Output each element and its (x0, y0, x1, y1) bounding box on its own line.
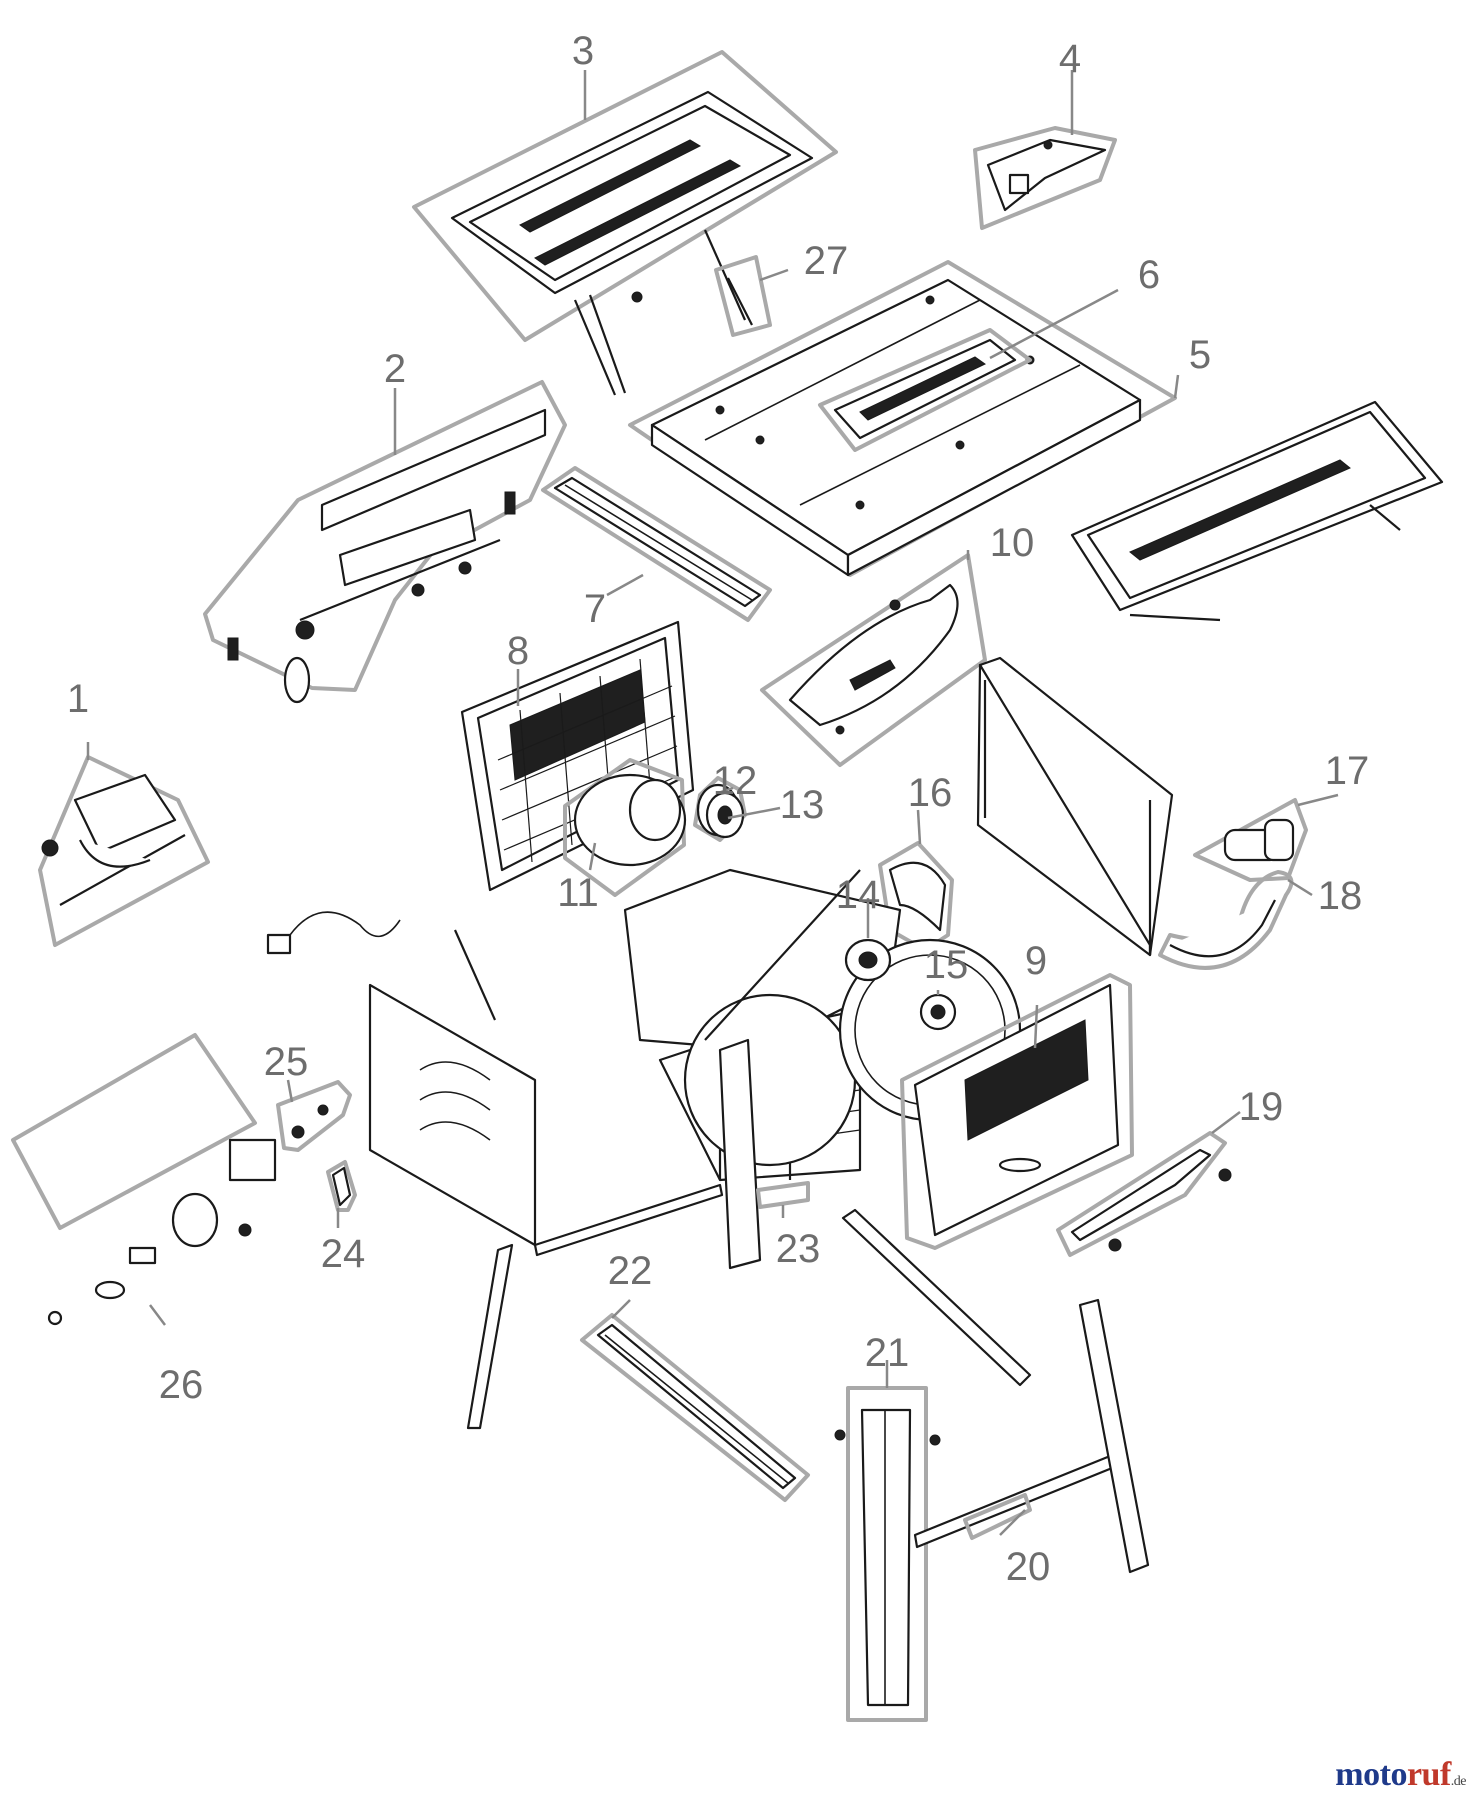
part-11-motor (563, 758, 687, 897)
callout-6: 6 (1138, 253, 1160, 297)
watermark-part1: moto (1335, 1756, 1407, 1793)
callout-18: 18 (1318, 874, 1363, 918)
callout-9: 9 (1025, 939, 1047, 983)
part-17-dust-port (1193, 798, 1308, 882)
part-22-cross-bar (580, 1313, 810, 1502)
part-6-table-insert (818, 328, 1032, 452)
watermark-part2: ruf (1406, 1756, 1451, 1793)
part-8-rear-panel (460, 620, 695, 892)
callout-3: 3 (572, 29, 594, 73)
part-9-front-panel (900, 973, 1134, 1250)
part-10-blade-guard (760, 553, 987, 767)
callout-11: 11 (557, 871, 599, 915)
callout-4: 4 (1059, 37, 1081, 81)
callout-25: 25 (264, 1040, 309, 1084)
saw-carriage (623, 868, 902, 1182)
part-3-extension-table-left (412, 50, 838, 396)
callout-13: 13 (780, 783, 825, 827)
callout-16: 16 (908, 771, 953, 815)
part-2-rip-fence (203, 380, 567, 704)
power-cord (266, 911, 401, 955)
callout-10: 10 (990, 521, 1035, 565)
callout-1: 1 (67, 677, 89, 721)
part-18-dust-hose (1158, 870, 1294, 970)
watermark-tld: .de (1450, 1774, 1467, 1789)
part-25-fasteners (276, 1080, 352, 1152)
part-1-mitre-gauge (38, 755, 210, 947)
callout-5: 5 (1189, 333, 1211, 377)
callout-15: 15 (924, 943, 969, 987)
tension-spring (453, 929, 497, 1021)
callout-26: 26 (159, 1363, 204, 1407)
part-14-arbor-flange (844, 938, 892, 982)
callout-2: 2 (384, 347, 406, 391)
callout-20: 20 (1006, 1545, 1051, 1589)
part-4-bracket (973, 126, 1117, 230)
part-15-blade-nut (919, 993, 957, 1031)
part-26-switch-assembly (11, 1033, 277, 1326)
callout-17: 17 (1325, 749, 1370, 793)
callout-22: 22 (608, 1249, 653, 1293)
side-frame-panel (976, 656, 1174, 957)
callout-14: 14 (836, 873, 881, 917)
diagonal-brace (841, 1208, 1032, 1387)
callout-27: 27 (804, 239, 849, 283)
extension-table-right (1070, 400, 1444, 622)
leader-lines (86, 70, 1339, 1536)
callout-numbers: 1 2 3 4 5 6 7 8 9 10 11 12 13 14 15 16 1… (67, 29, 1369, 1589)
part-24-small-bracket (326, 1160, 357, 1212)
left-frame-and-legs (368, 983, 762, 1430)
part-13-pulley (705, 791, 745, 839)
part-27-support-strut (714, 255, 772, 337)
callout-21: 21 (865, 1331, 910, 1375)
callout-24: 24 (321, 1232, 366, 1276)
callout-23: 23 (776, 1227, 821, 1271)
callout-7: 7 (584, 587, 606, 631)
part-23-clip (756, 1181, 810, 1209)
callout-8: 8 (507, 629, 529, 673)
part-19-handle (1056, 1131, 1232, 1257)
callout-19: 19 (1239, 1085, 1284, 1129)
part-20-lower-brace (913, 1298, 1150, 1574)
part-21-leg-post (834, 1386, 941, 1722)
callout-12: 12 (713, 759, 758, 803)
part-7-guide-rail (541, 466, 772, 622)
watermark-logo: motoruf.de (1335, 1756, 1466, 1794)
